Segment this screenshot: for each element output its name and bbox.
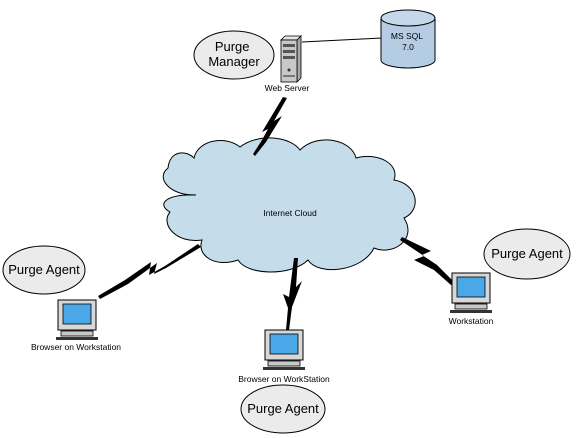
workstation-right: Workstation bbox=[449, 272, 494, 326]
computer-monitor-icon bbox=[56, 299, 98, 340]
workstation-left: Browser on Workstation bbox=[31, 299, 121, 352]
workstation-right-label: Workstation bbox=[449, 316, 494, 326]
purge-manager-ellipse: Purge Manager bbox=[193, 30, 275, 80]
right-cloud-link-icon bbox=[400, 237, 454, 285]
web-server-label: Web Server bbox=[265, 83, 310, 93]
bottom-cloud-link-icon bbox=[283, 258, 302, 330]
workstation-left-label: Browser on Workstation bbox=[31, 342, 121, 352]
web-server: Web Server bbox=[265, 35, 310, 93]
workstation-bottom: Browser on WorkStation bbox=[238, 329, 330, 384]
purge-agent-left-label: Purge Agent bbox=[8, 262, 80, 277]
database-cylinder-icon bbox=[380, 9, 436, 69]
left-cloud-link-icon bbox=[98, 244, 201, 299]
purge-agent-left-ellipse: Purge Agent bbox=[2, 245, 86, 295]
purge-agent-right-ellipse: Purge Agent bbox=[483, 228, 571, 280]
computer-monitor-icon bbox=[263, 329, 305, 370]
cloud-icon bbox=[162, 137, 416, 273]
server-database-connector bbox=[301, 37, 383, 43]
internet-cloud-label: Internet Cloud bbox=[263, 208, 317, 218]
purge-agent-bottom-ellipse: Purge Agent bbox=[240, 384, 326, 434]
purge-agent-right-label: Purge Agent bbox=[491, 246, 563, 261]
purge-agent-bottom-label: Purge Agent bbox=[247, 401, 319, 416]
server-icon bbox=[280, 35, 302, 83]
server-cloud-link-icon bbox=[253, 97, 287, 156]
database: MS SQL 7.0 bbox=[380, 9, 436, 69]
database-label: MS SQL 7.0 bbox=[391, 31, 425, 52]
computer-monitor-icon bbox=[450, 272, 492, 313]
workstation-bottom-label: Browser on WorkStation bbox=[238, 374, 330, 384]
internet-cloud: Internet Cloud bbox=[162, 137, 416, 273]
purge-manager-label: Purge Manager bbox=[208, 39, 260, 69]
